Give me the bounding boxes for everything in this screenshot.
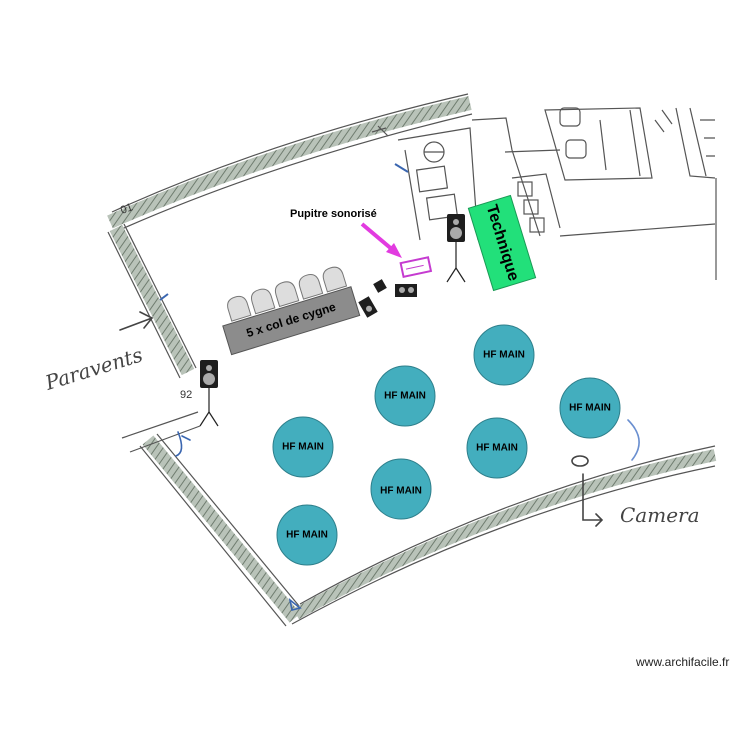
speaker-icon — [446, 214, 466, 283]
microphone-icon — [250, 288, 276, 315]
camera-label: Camera — [620, 503, 700, 527]
microphone-icon — [274, 281, 300, 308]
table-hf-main: HF MAIN — [370, 458, 432, 520]
table-label: HF MAIN — [380, 486, 422, 497]
table-hf-main: HF MAIN — [559, 377, 621, 439]
table-hf-main: HF MAIN — [374, 365, 436, 427]
pupitre-label: Pupitre sonorisé — [290, 208, 377, 220]
bottom-wall — [293, 449, 717, 620]
table-hf-main: HF MAIN — [276, 504, 338, 566]
microphone-icon — [227, 295, 252, 322]
pupitre-lectern — [399, 256, 433, 278]
table-label: HF MAIN — [476, 443, 518, 454]
table-hf-main: HF MAIN — [272, 416, 334, 478]
monitor-speaker-icon — [373, 279, 387, 293]
microphone-icon — [298, 274, 324, 300]
monitor-speaker-icon — [358, 296, 378, 318]
microphones — [227, 266, 348, 322]
microphone-icon — [322, 266, 348, 293]
table-hf-main: HF MAIN — [473, 324, 535, 386]
table-label: HF MAIN — [286, 530, 328, 541]
wall-mark-left: 92 — [180, 389, 192, 401]
sketch-annotations — [119, 311, 640, 611]
table-label: HF MAIN — [483, 350, 525, 361]
credit-watermark: www.archifacile.fr — [636, 655, 730, 669]
walls — [107, 93, 717, 627]
camera-icon — [571, 455, 589, 467]
table-hf-main: HF MAIN — [466, 417, 528, 479]
left-wall — [109, 224, 195, 376]
top-wall — [107, 96, 472, 229]
wall-mark-top: 01 — [119, 201, 135, 216]
monitor-speaker-icon — [395, 284, 417, 297]
table-label: HF MAIN — [384, 391, 426, 402]
pupitre-arrow-icon — [360, 222, 402, 258]
camera-arrow-icon — [582, 473, 604, 527]
technique-zone: Technique — [467, 194, 537, 292]
paravents-arrow-icon — [119, 311, 154, 331]
paravents-label: Paravents — [41, 343, 145, 396]
tables: HF MAIN HF MAIN HF MAIN HF MAIN HF MAIN … — [272, 324, 621, 566]
speaker-icon — [199, 360, 219, 427]
table-label: HF MAIN — [282, 442, 324, 453]
col-de-cygne-desk: 5 x col de cygne — [222, 266, 361, 356]
lower-left-wall — [142, 435, 301, 623]
table-label: HF MAIN — [569, 403, 611, 414]
